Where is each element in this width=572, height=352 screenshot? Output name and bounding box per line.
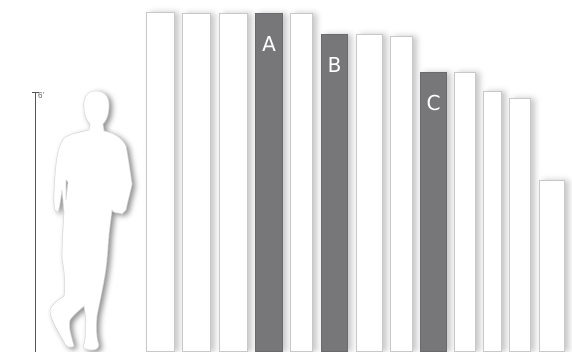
panel-9: C [420, 72, 447, 352]
panel-letter-label: B [322, 53, 347, 77]
panel-8 [390, 36, 413, 352]
panel-2 [182, 13, 211, 352]
panel-3 [219, 13, 248, 352]
panel-4: A [255, 13, 283, 352]
panel-11 [483, 91, 502, 352]
panel-7 [356, 34, 383, 352]
panel-12 [509, 98, 531, 352]
panel-10 [454, 72, 476, 352]
panel-letter-label: C [421, 91, 446, 115]
panel-letter-label: A [256, 32, 282, 56]
panel-13 [539, 180, 565, 352]
panel-5 [290, 13, 313, 352]
panel-1 [146, 12, 175, 352]
panel-6: B [321, 34, 348, 352]
